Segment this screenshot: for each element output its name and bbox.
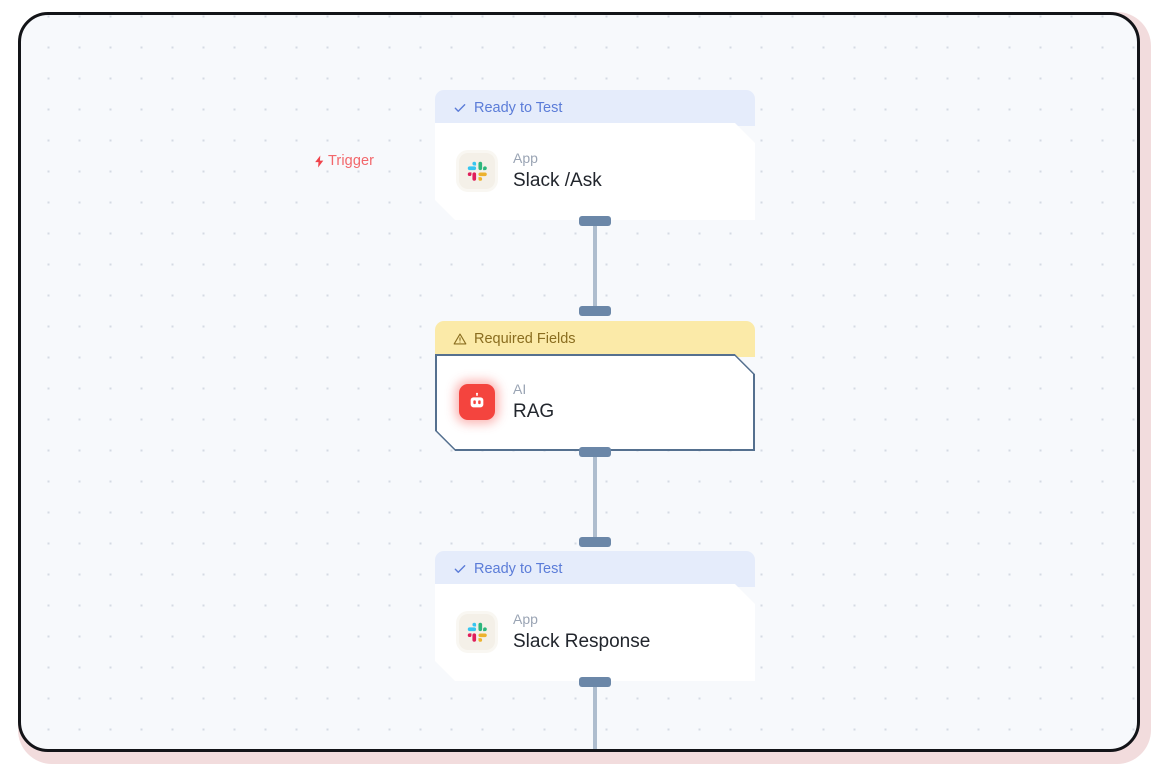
workflow-canvas[interactable]: Trigger Ready to Test	[18, 12, 1140, 752]
node-card[interactable]: App Slack Response	[435, 584, 755, 681]
trigger-label: Trigger	[313, 153, 374, 169]
node-kind-label: App	[513, 611, 538, 628]
check-icon	[453, 101, 467, 115]
connector-1[interactable]	[579, 216, 611, 316]
workflow-node-slack-ask[interactable]: Ready to Test	[435, 87, 755, 220]
node-kind-label: AI	[513, 381, 527, 398]
robot-icon	[459, 384, 495, 420]
check-icon	[453, 562, 467, 576]
connector-2[interactable]	[579, 447, 611, 547]
node-title: Slack Response	[513, 630, 651, 652]
slack-icon	[459, 153, 495, 189]
bolt-icon	[313, 154, 326, 169]
slack-icon	[459, 614, 495, 650]
node-status-header: Required Fields	[435, 321, 755, 357]
connector-cap-top	[579, 677, 611, 687]
node-status-label: Ready to Test	[474, 561, 563, 577]
connector-cap-top	[579, 216, 611, 226]
connector-cap-bottom	[579, 537, 611, 547]
node-title: RAG	[513, 400, 555, 422]
connector-line	[593, 216, 597, 316]
node-card[interactable]: App Slack /Ask	[435, 123, 755, 220]
workflow-flow: Trigger Ready to Test	[21, 15, 1137, 749]
connector-3[interactable]	[579, 677, 611, 749]
connector-line	[593, 447, 597, 547]
node-status-label: Required Fields	[474, 331, 576, 347]
connector-cap-bottom	[579, 306, 611, 316]
trigger-label-text: Trigger	[328, 153, 375, 169]
node-status-label: Ready to Test	[474, 100, 563, 116]
warning-triangle-icon	[453, 332, 467, 346]
connector-line	[593, 677, 597, 749]
workflow-node-slack-response[interactable]: Ready to Test	[435, 548, 755, 681]
node-kind-label: App	[513, 150, 538, 167]
node-title: Slack /Ask	[513, 169, 602, 191]
workflow-node-rag[interactable]: Required Fields	[435, 318, 755, 451]
node-card[interactable]: AI RAG	[435, 354, 755, 451]
node-status-header: Ready to Test	[435, 90, 755, 126]
node-status-header: Ready to Test	[435, 551, 755, 587]
connector-cap-top	[579, 447, 611, 457]
